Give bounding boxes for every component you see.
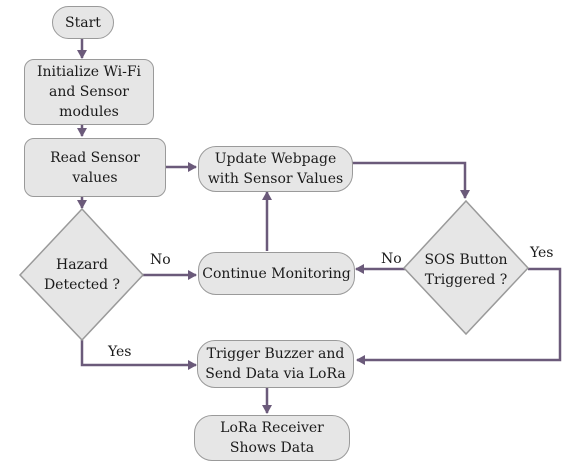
start-label: Start	[65, 14, 101, 31]
trigger-buzzer-node: Trigger Buzzer and Send Data via LoRa	[197, 340, 354, 388]
hazard-yes-label: Yes	[108, 344, 132, 360]
sos-diamond	[402, 199, 530, 336]
continue-monitoring-label: Continue Monitoring	[202, 265, 351, 282]
hazard-diamond	[18, 207, 145, 342]
hazard-label-box: Hazard Detected ?	[24, 250, 140, 300]
init-node: Initialize Wi-Fi and Sensor modules	[24, 59, 154, 125]
hazard-label: Hazard Detected ?	[43, 257, 121, 293]
update-webpage-label: Update Webpage with Sensor Values	[207, 151, 344, 187]
trigger-buzzer-label: Trigger Buzzer and Send Data via LoRa	[205, 346, 346, 382]
hazard-no-label: No	[150, 252, 171, 268]
arrow-hazard-to-trigger	[80, 340, 197, 370]
read-sensor-node: Read Sensor values	[24, 138, 166, 197]
arrow-sos-to-trigger	[356, 267, 562, 365]
arrow-update-to-sos	[352, 161, 470, 199]
init-label: Initialize Wi-Fi and Sensor modules	[36, 64, 142, 120]
update-webpage-node: Update Webpage with Sensor Values	[198, 146, 353, 192]
sos-label: SOS Button Triggered ?	[424, 252, 508, 288]
sos-no-label: No	[381, 251, 402, 267]
lora-receiver-node: LoRa Receiver Shows Data	[194, 415, 350, 461]
lora-receiver-label: LoRa Receiver Shows Data	[220, 420, 324, 456]
start-node: Start	[52, 6, 114, 39]
continue-monitoring-node: Continue Monitoring	[198, 252, 355, 295]
sos-yes-label: Yes	[530, 245, 554, 261]
read-sensor-label: Read Sensor values	[50, 149, 140, 186]
sos-label-box: SOS Button Triggered ?	[410, 245, 522, 295]
